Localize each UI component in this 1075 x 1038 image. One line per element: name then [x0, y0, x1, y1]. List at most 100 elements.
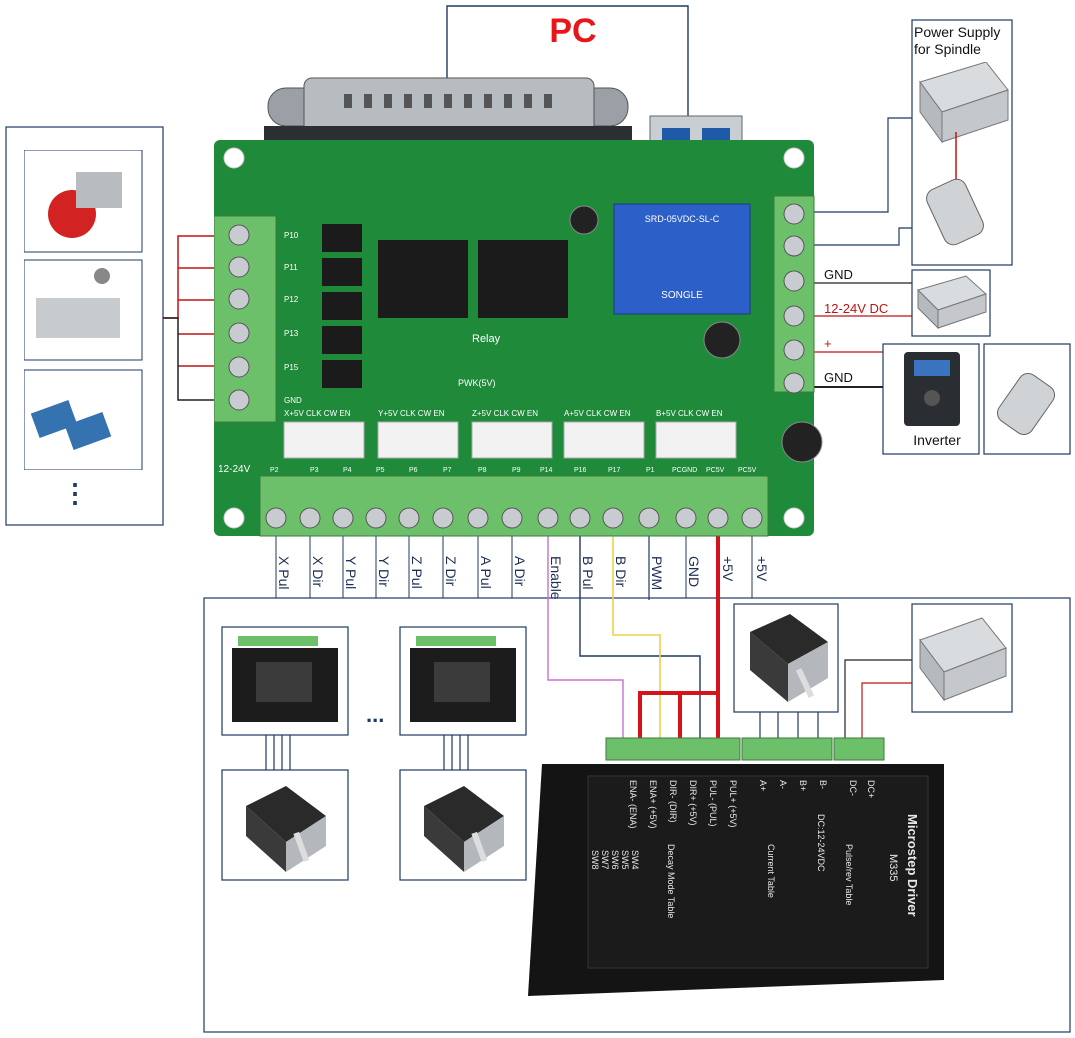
pin-label-b-pul: B Pul [580, 556, 596, 590]
pin-row-label: P5 [376, 467, 385, 474]
pin-label-b-dir: B Dir [613, 556, 629, 588]
driver-sw-label: SW7 [600, 850, 610, 870]
driver-title: Microstep Driver [905, 814, 920, 917]
spindle-psu-image [919, 62, 1009, 246]
driver-current-header: Current Table [766, 844, 776, 898]
left-terminal-block [214, 215, 277, 423]
axis-header-b: B+5V CLK CW EN [656, 409, 723, 418]
driver-decay-header: Decay Mode Table [666, 844, 676, 918]
pin-row-label: P6 [409, 467, 418, 474]
driver-psu-image [919, 617, 1007, 702]
driver-terminal-control [605, 737, 741, 761]
pin-label-enable: Enable [548, 556, 564, 600]
pin-label-y-pul: Y Pul [343, 556, 359, 590]
spindle-wire-1 [812, 117, 912, 213]
input-devices [24, 150, 143, 470]
relay-model: SRD-05VDC-SL-C [645, 214, 720, 224]
driver-terminal-label: DIR+ (+5V) [688, 780, 698, 826]
driver-terminal-power [833, 737, 885, 761]
driver-dc-range: DC:12-24VDC [816, 814, 826, 872]
pin-row-label: PC5V [738, 467, 757, 474]
pin-row-label: PCGND [672, 467, 697, 474]
right-terminal-block [773, 195, 815, 393]
axis-header-y: Y+5V CLK CW EN [378, 409, 445, 418]
pin-row-label: P14 [540, 467, 553, 474]
bottom-frame [203, 597, 1071, 1033]
dc-label: 12-24V DC [824, 301, 889, 316]
driver-terminal-label: DC- [848, 780, 858, 796]
pin-row-label: P3 [310, 467, 319, 474]
driver-sw-label: SW4 [630, 850, 640, 870]
ic-2 [478, 240, 568, 318]
inverter-image [904, 352, 960, 426]
pin-label-x-pul: X Pul [276, 556, 292, 590]
input-label: P11 [284, 263, 298, 272]
inverter-label: Inverter [913, 432, 961, 448]
pin-label-pwm: PWM [649, 556, 665, 591]
breakout-board: SONGLE SRD-05VDC-SL-C Relay PWK(5V) X+5V… [214, 140, 823, 537]
spindle-motor-frame [983, 343, 1071, 455]
input-label: GND [284, 396, 302, 405]
spindle-psu-title: Power Supply for Spindle [914, 24, 1001, 57]
microstep-driver: ENA- (ENA) ENA+ (+5V) DIR- (DIR) DIR+ (+… [528, 737, 944, 996]
mini-motor-1 [246, 786, 326, 872]
driver-terminal-label: DC+ [866, 780, 876, 798]
power-label: 12-24V [218, 464, 251, 475]
driver-terminal-label: PUL- (PUL) [708, 780, 718, 827]
relay [613, 203, 751, 315]
left-gnd-wire [163, 317, 224, 401]
pin-label-a-dir: A Dir [512, 556, 528, 587]
pin-row-label: P9 [512, 467, 521, 474]
motor-row-ellipsis: ... [366, 702, 385, 727]
pin-row-label: P8 [478, 467, 487, 474]
driver-pulse-header: Pulse/rev Table [844, 844, 854, 905]
stepper-motor-image [750, 614, 828, 702]
pin-row-label: P16 [574, 467, 587, 474]
plus-label: + [824, 336, 832, 351]
limit-switch-icon [36, 298, 120, 338]
input-label: P10 [284, 231, 299, 240]
pin-label-a-pul: A Pul [478, 556, 494, 589]
driver-terminal-label: B+ [798, 780, 808, 791]
pin-row-label: P1 [646, 467, 655, 474]
mini-motor-2 [424, 786, 504, 872]
driver-model: M335 [887, 854, 899, 882]
axis-header-x: X+5V CLK CW EN [284, 409, 351, 418]
driver-terminal-motor [741, 737, 833, 761]
left-ellipsis: ⋮ [62, 478, 88, 508]
enable-wire [547, 530, 624, 742]
proximity-sensor-icon [30, 399, 78, 439]
input-label: P15 [284, 363, 299, 372]
pin-row-label: P2 [270, 467, 279, 474]
driver-sw-label: SW8 [590, 850, 600, 870]
pin-row-label: P17 [608, 467, 621, 474]
driver-terminal-label: B- [818, 780, 828, 789]
pwm-label: PWK(5V) [458, 378, 496, 388]
spindle-motor-icon [926, 178, 984, 246]
plus5v-branches [638, 691, 718, 742]
relay-brand: SONGLE [661, 290, 703, 301]
gnd2-label: GND [824, 370, 853, 385]
pin-row-label: P7 [443, 467, 452, 474]
dc-psu-image [917, 275, 987, 330]
driver-terminal-label: ENA+ (+5V) [648, 780, 658, 829]
b-pul-wire [579, 530, 701, 742]
inverter-spindle-image [996, 373, 1056, 435]
driver-gnd-wire [844, 659, 912, 742]
driver-sw-label: SW5 [620, 850, 630, 870]
input-label: P13 [284, 329, 299, 338]
pin-label-z-pul: Z Pul [409, 556, 425, 589]
pin-label-5v: +5V [720, 556, 736, 582]
driver-sw-label: SW6 [610, 850, 620, 870]
spindle-wire-2 [812, 227, 912, 246]
driver-terminal-label: DIR- (DIR) [668, 780, 678, 823]
ic-1 [378, 240, 468, 318]
pin-label-x-dir: X Dir [310, 556, 326, 588]
mini-driver-1 [232, 636, 338, 722]
driver-dc-wire [861, 682, 912, 742]
driver-terminal-label: A+ [758, 780, 768, 791]
driver-terminal-label: PUL+ (+5V) [728, 780, 738, 828]
driver-terminal-label: A- [778, 780, 788, 789]
pin-row-label: P4 [343, 467, 352, 474]
pin-label-y-dir: Y Dir [376, 556, 392, 587]
